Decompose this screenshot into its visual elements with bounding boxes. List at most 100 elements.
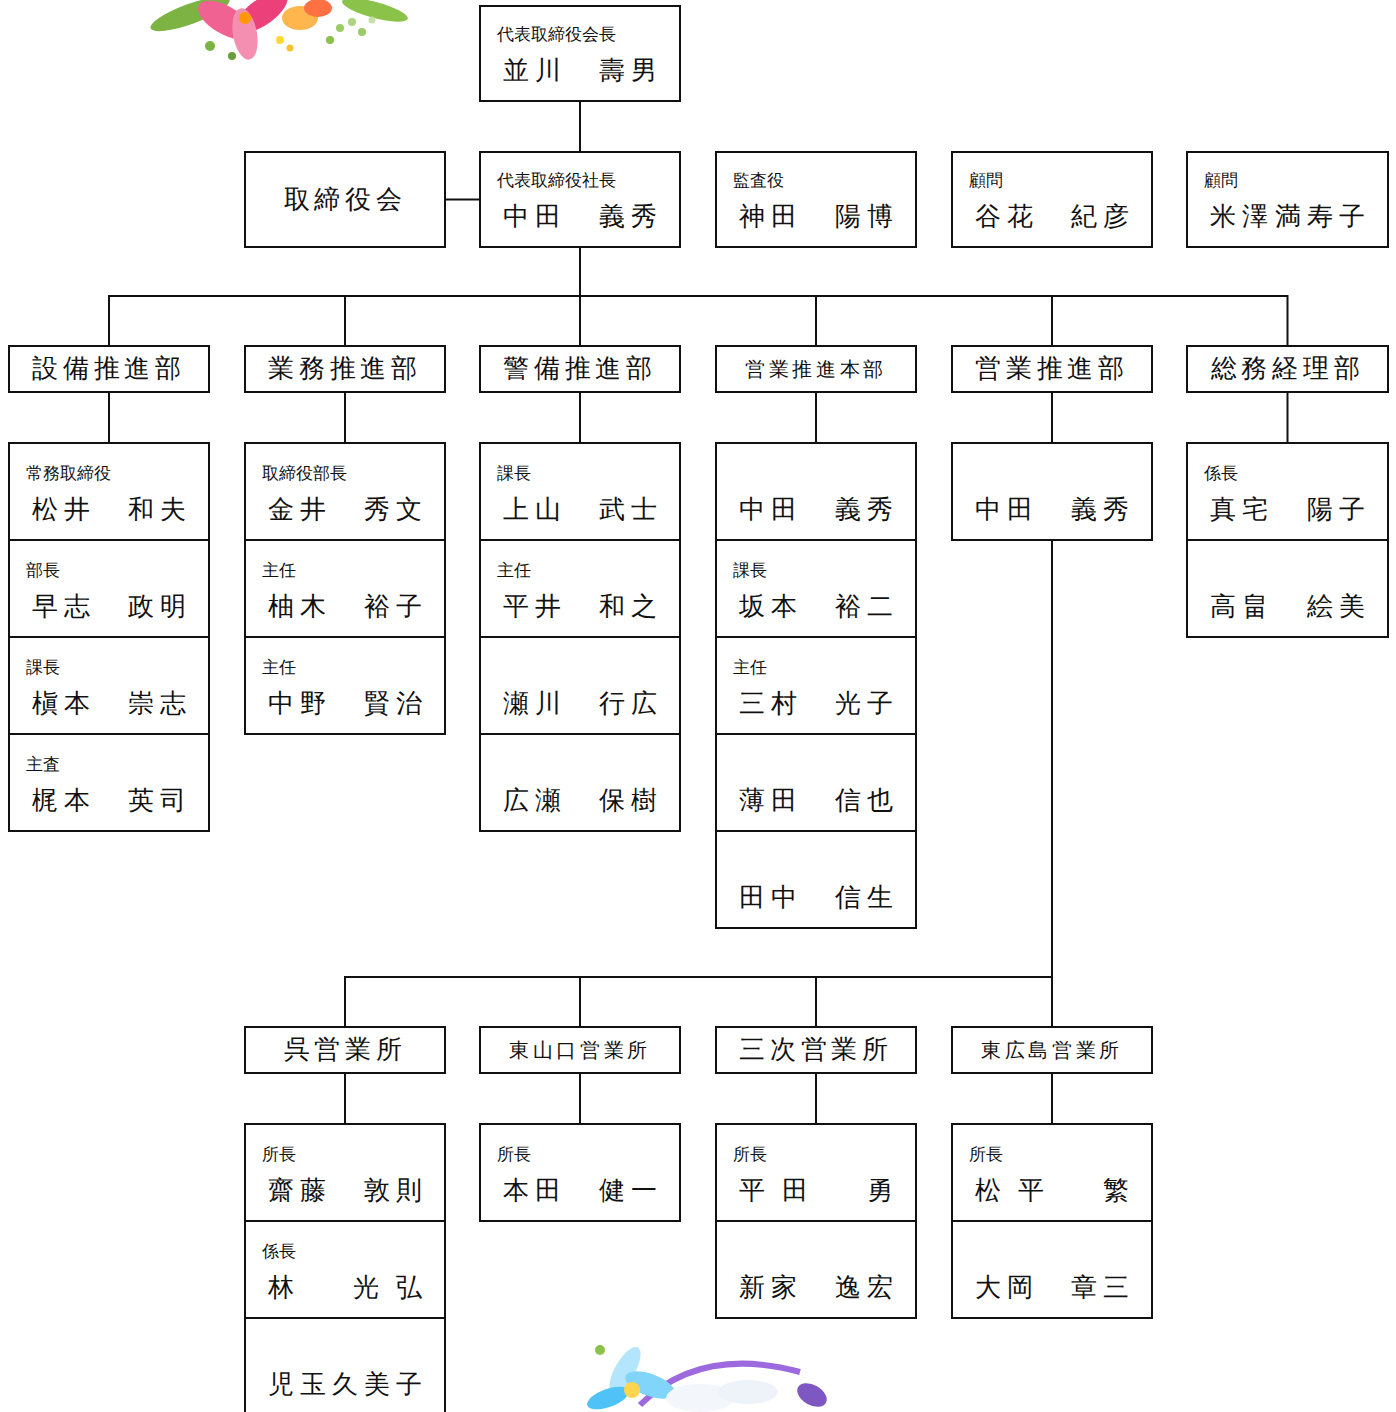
person-name: 槇本 崇志	[26, 688, 186, 719]
person-name: 田中 信生	[733, 882, 893, 913]
person-name: 松井 和夫	[26, 494, 186, 525]
person-box: 主任平井 和之	[479, 539, 681, 638]
person-box: 薄田 信也	[715, 733, 917, 832]
person-name: 三村 光子	[733, 688, 893, 719]
department-box: 営業推進本部	[715, 345, 917, 393]
department-name: 総務経理部	[1211, 353, 1364, 384]
person-box: 所長本田 健一	[479, 1123, 681, 1222]
department-name: 呉営業所	[284, 1034, 407, 1065]
role-title: 常務取締役	[26, 463, 186, 483]
department-box: 総務経理部	[1186, 345, 1389, 393]
person-box: 課長槇本 崇志	[8, 636, 210, 735]
person-name: 坂本 裕二	[733, 591, 893, 622]
person-name: 高畠 絵美	[1204, 591, 1365, 622]
department-box: 設備推進部	[8, 345, 210, 393]
person-name: 松平 繁	[969, 1175, 1129, 1206]
person-name: 大岡 章三	[969, 1272, 1129, 1303]
department-name: 警備推進部	[503, 353, 656, 384]
department-box: 東山口営業所	[479, 1026, 681, 1074]
department-name: 東山口営業所	[509, 1038, 651, 1062]
connector-line	[579, 248, 581, 345]
connector-line	[108, 393, 110, 442]
person-name: 広瀬 保樹	[497, 785, 657, 816]
person-box: 課長上山 武士	[479, 442, 681, 541]
person-box: 課長坂本 裕二	[715, 539, 917, 638]
person-box: 高畠 絵美	[1186, 539, 1389, 638]
person-box: 主任三村 光子	[715, 636, 917, 735]
department-name: 東広島営業所	[981, 1038, 1123, 1062]
person-name: 林 光弘	[262, 1272, 422, 1303]
role-title: 係長	[1204, 463, 1365, 483]
connector-line	[1051, 1074, 1053, 1123]
person-name: 中田 義秀	[497, 201, 657, 232]
department-name: 営業推進本部	[745, 357, 887, 381]
connector-line	[579, 393, 581, 442]
department-name: 三次営業所	[739, 1034, 892, 1065]
person-name: 真宅 陽子	[1204, 494, 1365, 525]
role-title: 顧問	[1204, 170, 1365, 190]
person-box: 取締役部長金井 秀文	[244, 442, 446, 541]
department-box: 呉営業所	[244, 1026, 446, 1074]
role-title: 主任	[733, 657, 893, 677]
connector-line	[344, 393, 346, 442]
person-box: 監査役神田 陽博	[715, 151, 917, 248]
person-box: 部長早志 政明	[8, 539, 210, 638]
person-name: 神田 陽博	[733, 201, 893, 232]
role-title: 部長	[26, 560, 186, 580]
person-name: 早志 政明	[26, 591, 186, 622]
person-name: 米澤満寿子	[1204, 201, 1365, 232]
person-name: 薄田 信也	[733, 785, 893, 816]
role-title: 所長	[969, 1144, 1129, 1164]
person-name: 金井 秀文	[262, 494, 422, 525]
person-box: 児玉久美子	[244, 1317, 446, 1412]
connector-line	[109, 248, 580, 345]
person-box: 代表取締役会長並川 壽男	[479, 5, 681, 102]
role-title: 主任	[262, 657, 422, 677]
person-box: 所長齋藤 敦則	[244, 1123, 446, 1222]
person-box: 係長真宅 陽子	[1186, 442, 1389, 541]
role-title: 代表取締役社長	[497, 170, 657, 190]
department-box: 取締役会	[244, 151, 446, 248]
person-name: 新家 逸宏	[733, 1272, 893, 1303]
role-title: 取締役部長	[262, 463, 422, 483]
role-title: 主任	[262, 560, 422, 580]
department-box: 業務推進部	[244, 345, 446, 393]
role-title: 所長	[733, 1144, 893, 1164]
connector-line	[1051, 393, 1053, 442]
flower-bottom	[584, 1342, 831, 1412]
role-title: 所長	[497, 1144, 657, 1164]
person-name: 瀬川 行広	[497, 688, 657, 719]
person-box: 主任中野 賢治	[244, 636, 446, 735]
connector-line	[580, 248, 1288, 345]
connector-line	[815, 1074, 817, 1123]
flower-top-left	[147, 0, 410, 62]
role-title: 主査	[26, 754, 186, 774]
department-box: 三次営業所	[715, 1026, 917, 1074]
person-name: 並川 壽男	[497, 55, 657, 86]
person-name: 平田 勇	[733, 1175, 893, 1206]
person-box: 中田 義秀	[951, 442, 1153, 541]
person-name: 本田 健一	[497, 1175, 657, 1206]
person-box: 所長平田 勇	[715, 1123, 917, 1222]
connector-line	[446, 199, 479, 201]
role-title: 監査役	[733, 170, 893, 190]
role-title: 課長	[497, 463, 657, 483]
connector-line	[1051, 541, 1053, 1026]
connector-line	[580, 248, 816, 345]
person-name: 谷花 紀彦	[969, 201, 1129, 232]
connector-line	[1287, 393, 1289, 442]
role-title: 所長	[262, 1144, 422, 1164]
connector-line	[579, 102, 581, 151]
person-name: 中田 義秀	[969, 494, 1129, 525]
person-name: 齋藤 敦則	[262, 1175, 422, 1206]
person-box: 瀬川 行広	[479, 636, 681, 735]
person-box: 常務取締役松井 和夫	[8, 442, 210, 541]
department-name: 取締役会	[284, 184, 407, 215]
person-name: 児玉久美子	[262, 1369, 422, 1400]
person-name: 上山 武士	[497, 494, 657, 525]
person-box: 広瀬 保樹	[479, 733, 681, 832]
person-box: 主任柚木 裕子	[244, 539, 446, 638]
role-title: 代表取締役会長	[497, 24, 657, 44]
role-title: 顧問	[969, 170, 1129, 190]
